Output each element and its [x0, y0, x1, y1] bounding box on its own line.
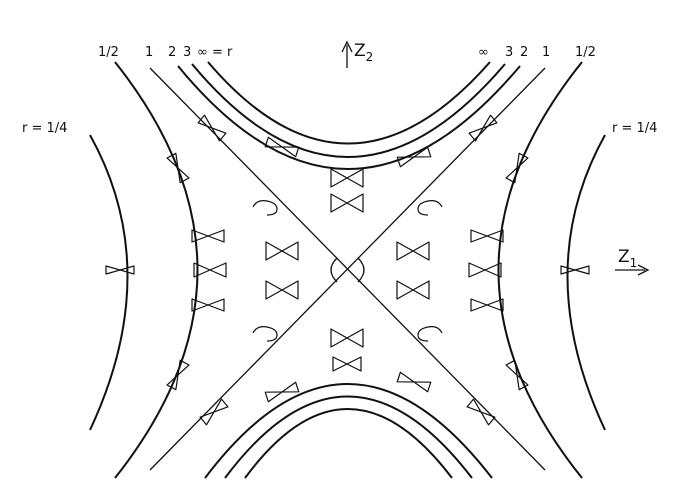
label-tr-half: 1/2: [575, 45, 596, 60]
label-tl-2: 2: [168, 45, 176, 60]
z1-main: Z: [618, 247, 630, 267]
label-tl-inf: ∞ = r: [197, 45, 233, 60]
curve-top-inf: [207, 61, 491, 145]
labels-top-right: ∞ 3 2 1 1/2: [478, 45, 596, 60]
label-tr-inf: ∞: [478, 45, 489, 60]
loop-glyph: [417, 326, 443, 342]
bowtie-glyph: [105, 265, 135, 275]
label-outer-right: r = 1/4: [612, 121, 657, 136]
curve-right-quarter: [566, 134, 606, 431]
bowtie-glyph: [505, 359, 529, 391]
bowtie-glyph: [470, 298, 504, 312]
bowtie-glyph: [466, 398, 496, 426]
label-tr-3: 3: [505, 45, 513, 60]
bowtie-glyph: [197, 114, 227, 142]
label-tr-1: 1: [542, 45, 550, 60]
z2-axis-arrow: [341, 40, 353, 68]
bowtie-glyph: [264, 136, 300, 158]
bowtie-glyph: [396, 146, 432, 168]
z2-sub: 2: [366, 50, 374, 64]
loop-glyph: [252, 200, 278, 216]
z1-axis-arrow: [615, 264, 650, 276]
label-tl-3: 3: [183, 45, 191, 60]
loop-glyph: [417, 200, 443, 216]
bowtie-glyph: [330, 328, 364, 348]
bowtie-glyph: [396, 280, 430, 300]
bowtie-glyph: [330, 193, 364, 213]
bowtie-glyph: [265, 280, 299, 300]
bowtie-glyph: [332, 356, 362, 372]
bowtie-glyph: [396, 241, 430, 261]
curve-bottom-3: [224, 395, 473, 479]
bowtie-glyph: [468, 114, 498, 142]
curve-top-2: [177, 65, 521, 170]
bowtie-glyph: [193, 262, 227, 278]
label-tl-1: 1: [145, 45, 153, 60]
bowtie-glyph: [166, 359, 190, 391]
center-arc-right: [357, 257, 365, 283]
bowtie-glyph: [191, 229, 225, 243]
labels-top-left: 1/2 1 2 3 ∞ = r: [98, 45, 233, 60]
label-tl-half: 1/2: [98, 45, 119, 60]
bowtie-glyphs: [105, 114, 590, 426]
bowtie-glyph: [470, 229, 504, 243]
curve-right-half: [497, 61, 583, 479]
bowtie-glyph: [199, 398, 229, 426]
bowtie-glyph: [330, 168, 364, 188]
bowtie-glyph: [560, 265, 590, 275]
z1-axis-label: Z1: [618, 247, 637, 270]
label-tr-2: 2: [520, 45, 528, 60]
z2-main: Z: [354, 41, 366, 61]
curve-top-3: [191, 63, 506, 158]
center-arc-left: [330, 257, 338, 283]
bowtie-glyph: [265, 241, 299, 261]
bowtie-glyph: [468, 262, 502, 278]
loop-glyph: [252, 326, 278, 342]
curve-bottom-inf: [244, 408, 453, 479]
bowtie-glyph: [505, 152, 529, 184]
hyperbola-curves: [89, 61, 606, 479]
bowtie-glyph: [166, 152, 190, 184]
label-outer-left: r = 1/4: [22, 121, 67, 136]
bowtie-glyph: [191, 298, 225, 312]
curve-left-half: [114, 61, 199, 479]
bowtie-glyph: [396, 371, 432, 393]
z2-axis-label: Z2: [354, 41, 373, 64]
curve-left-quarter: [89, 134, 129, 431]
curve-bottom-2: [204, 383, 493, 479]
z1-sub: 1: [630, 256, 638, 270]
bowtie-glyph: [264, 381, 300, 403]
